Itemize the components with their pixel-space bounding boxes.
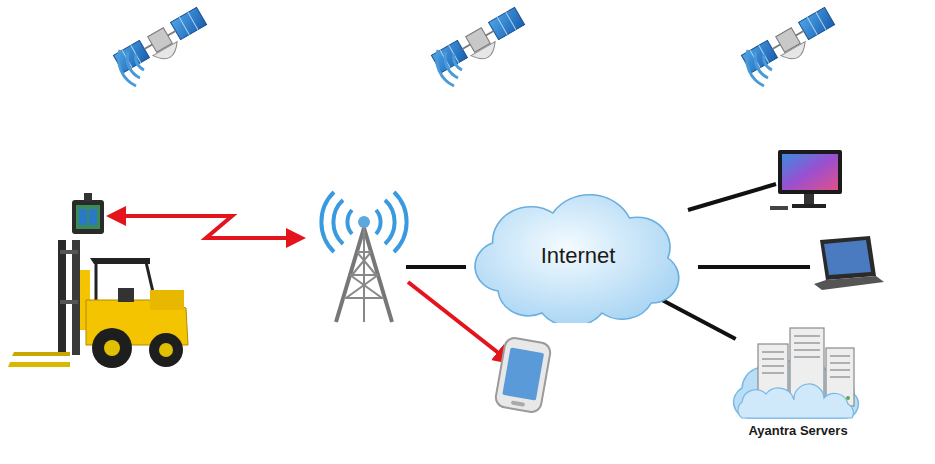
internet-cloud: Internet [463,188,693,323]
laptop-computer [814,236,884,290]
cloud-label: Internet [541,243,616,268]
mobile-link [408,282,510,362]
network-line [406,265,466,269]
server-icon [722,322,874,422]
satellite-icon [113,7,211,86]
cell-tower [321,192,406,322]
forklift-illustration [8,240,188,368]
tracker-device [72,193,104,234]
network-line [698,265,810,269]
network-line [688,184,776,210]
satellite-icon [741,7,839,86]
server-label: Ayantra Servers [722,424,874,439]
radio-link [110,216,302,238]
smartphone [494,337,551,414]
server-group: Ayantra Servers [722,322,874,441]
desktop-computer [770,150,842,210]
satellite-icon [431,7,529,86]
